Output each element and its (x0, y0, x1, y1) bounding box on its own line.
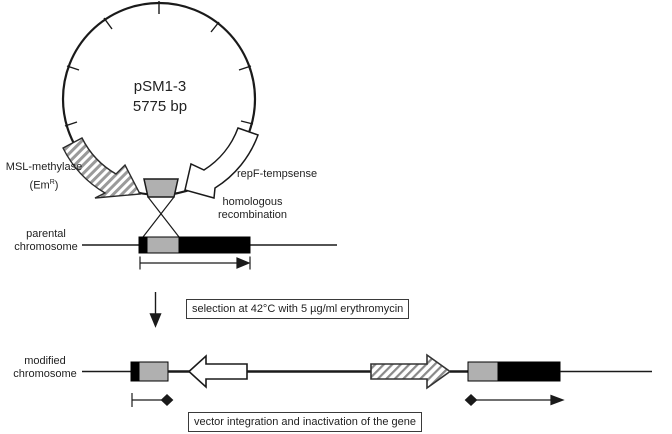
plasmid-tick (103, 17, 113, 30)
homologous-recombination-label: homologous recombination (200, 196, 305, 222)
integration-result-box: vector integration and inactivation of t… (188, 412, 422, 432)
parental-line2: chromosome (14, 241, 78, 253)
plasmid-tick (210, 21, 220, 33)
disrupted-gene-left-black (130, 361, 140, 382)
down-arrow (149, 292, 162, 328)
selection-condition-box: selection at 42°C with 5 µg/ml erythromy… (186, 299, 410, 319)
plasmid-title: pSM1-3 5775 bp (112, 77, 208, 117)
disrupted-gene-right-gray (467, 361, 499, 382)
plasmid-tick (64, 121, 78, 127)
crossover-x (142, 196, 180, 238)
integrated-hatched-gene-arrow (370, 353, 452, 390)
marker-diamond (160, 393, 174, 407)
plasmid-map-ticks (64, 1, 254, 127)
modified-chromosome-label: modified chromosome (0, 355, 90, 381)
disrupted-gene-left-gray (138, 361, 169, 382)
parental-homology-segment (146, 236, 180, 254)
modified-line2: chromosome (13, 368, 77, 380)
msl-methylase-label: MSL-methylase (EmR) (0, 160, 90, 194)
plasmid-tick (240, 120, 254, 125)
em-superscript: R (49, 179, 55, 186)
em-paren-close: ) (54, 179, 59, 192)
msl-gene-name: MSL-methylase (5, 161, 83, 173)
crossover-line (142, 196, 175, 238)
recombination-line1: homologous (222, 196, 283, 208)
extent-arrowhead (236, 257, 251, 269)
plasmid-tick (238, 65, 252, 71)
marker-arrowhead (550, 394, 565, 406)
disrupted-gene-right-black (497, 361, 561, 382)
parental-line1: parental (26, 228, 66, 240)
plasmid-name: pSM1-3 (133, 78, 187, 95)
plasmid-tick (66, 65, 80, 71)
parental-chromosome-label: parental chromosome (1, 228, 91, 254)
integrated-white-gene-arrow (187, 354, 248, 389)
right-partial-gene-marker (464, 393, 565, 407)
recombination-line2: recombination (217, 209, 288, 221)
left-partial-gene-marker (131, 393, 174, 407)
plasmid-homology-box (143, 178, 179, 198)
em-paren-open: (Em (29, 179, 50, 192)
repf-label: repF-tempsense (237, 168, 318, 180)
msl-methylase-gene-arrow (62, 137, 142, 199)
msl-phenotype: (EmR) (0, 175, 90, 194)
repf-gene-arrow (184, 127, 259, 199)
modified-line1: modified (24, 355, 66, 367)
plasmid-size: 5775 bp (132, 98, 188, 115)
crossover-line (147, 196, 180, 238)
gene-extent-arrow (139, 256, 251, 270)
down-arrowhead (149, 313, 162, 328)
